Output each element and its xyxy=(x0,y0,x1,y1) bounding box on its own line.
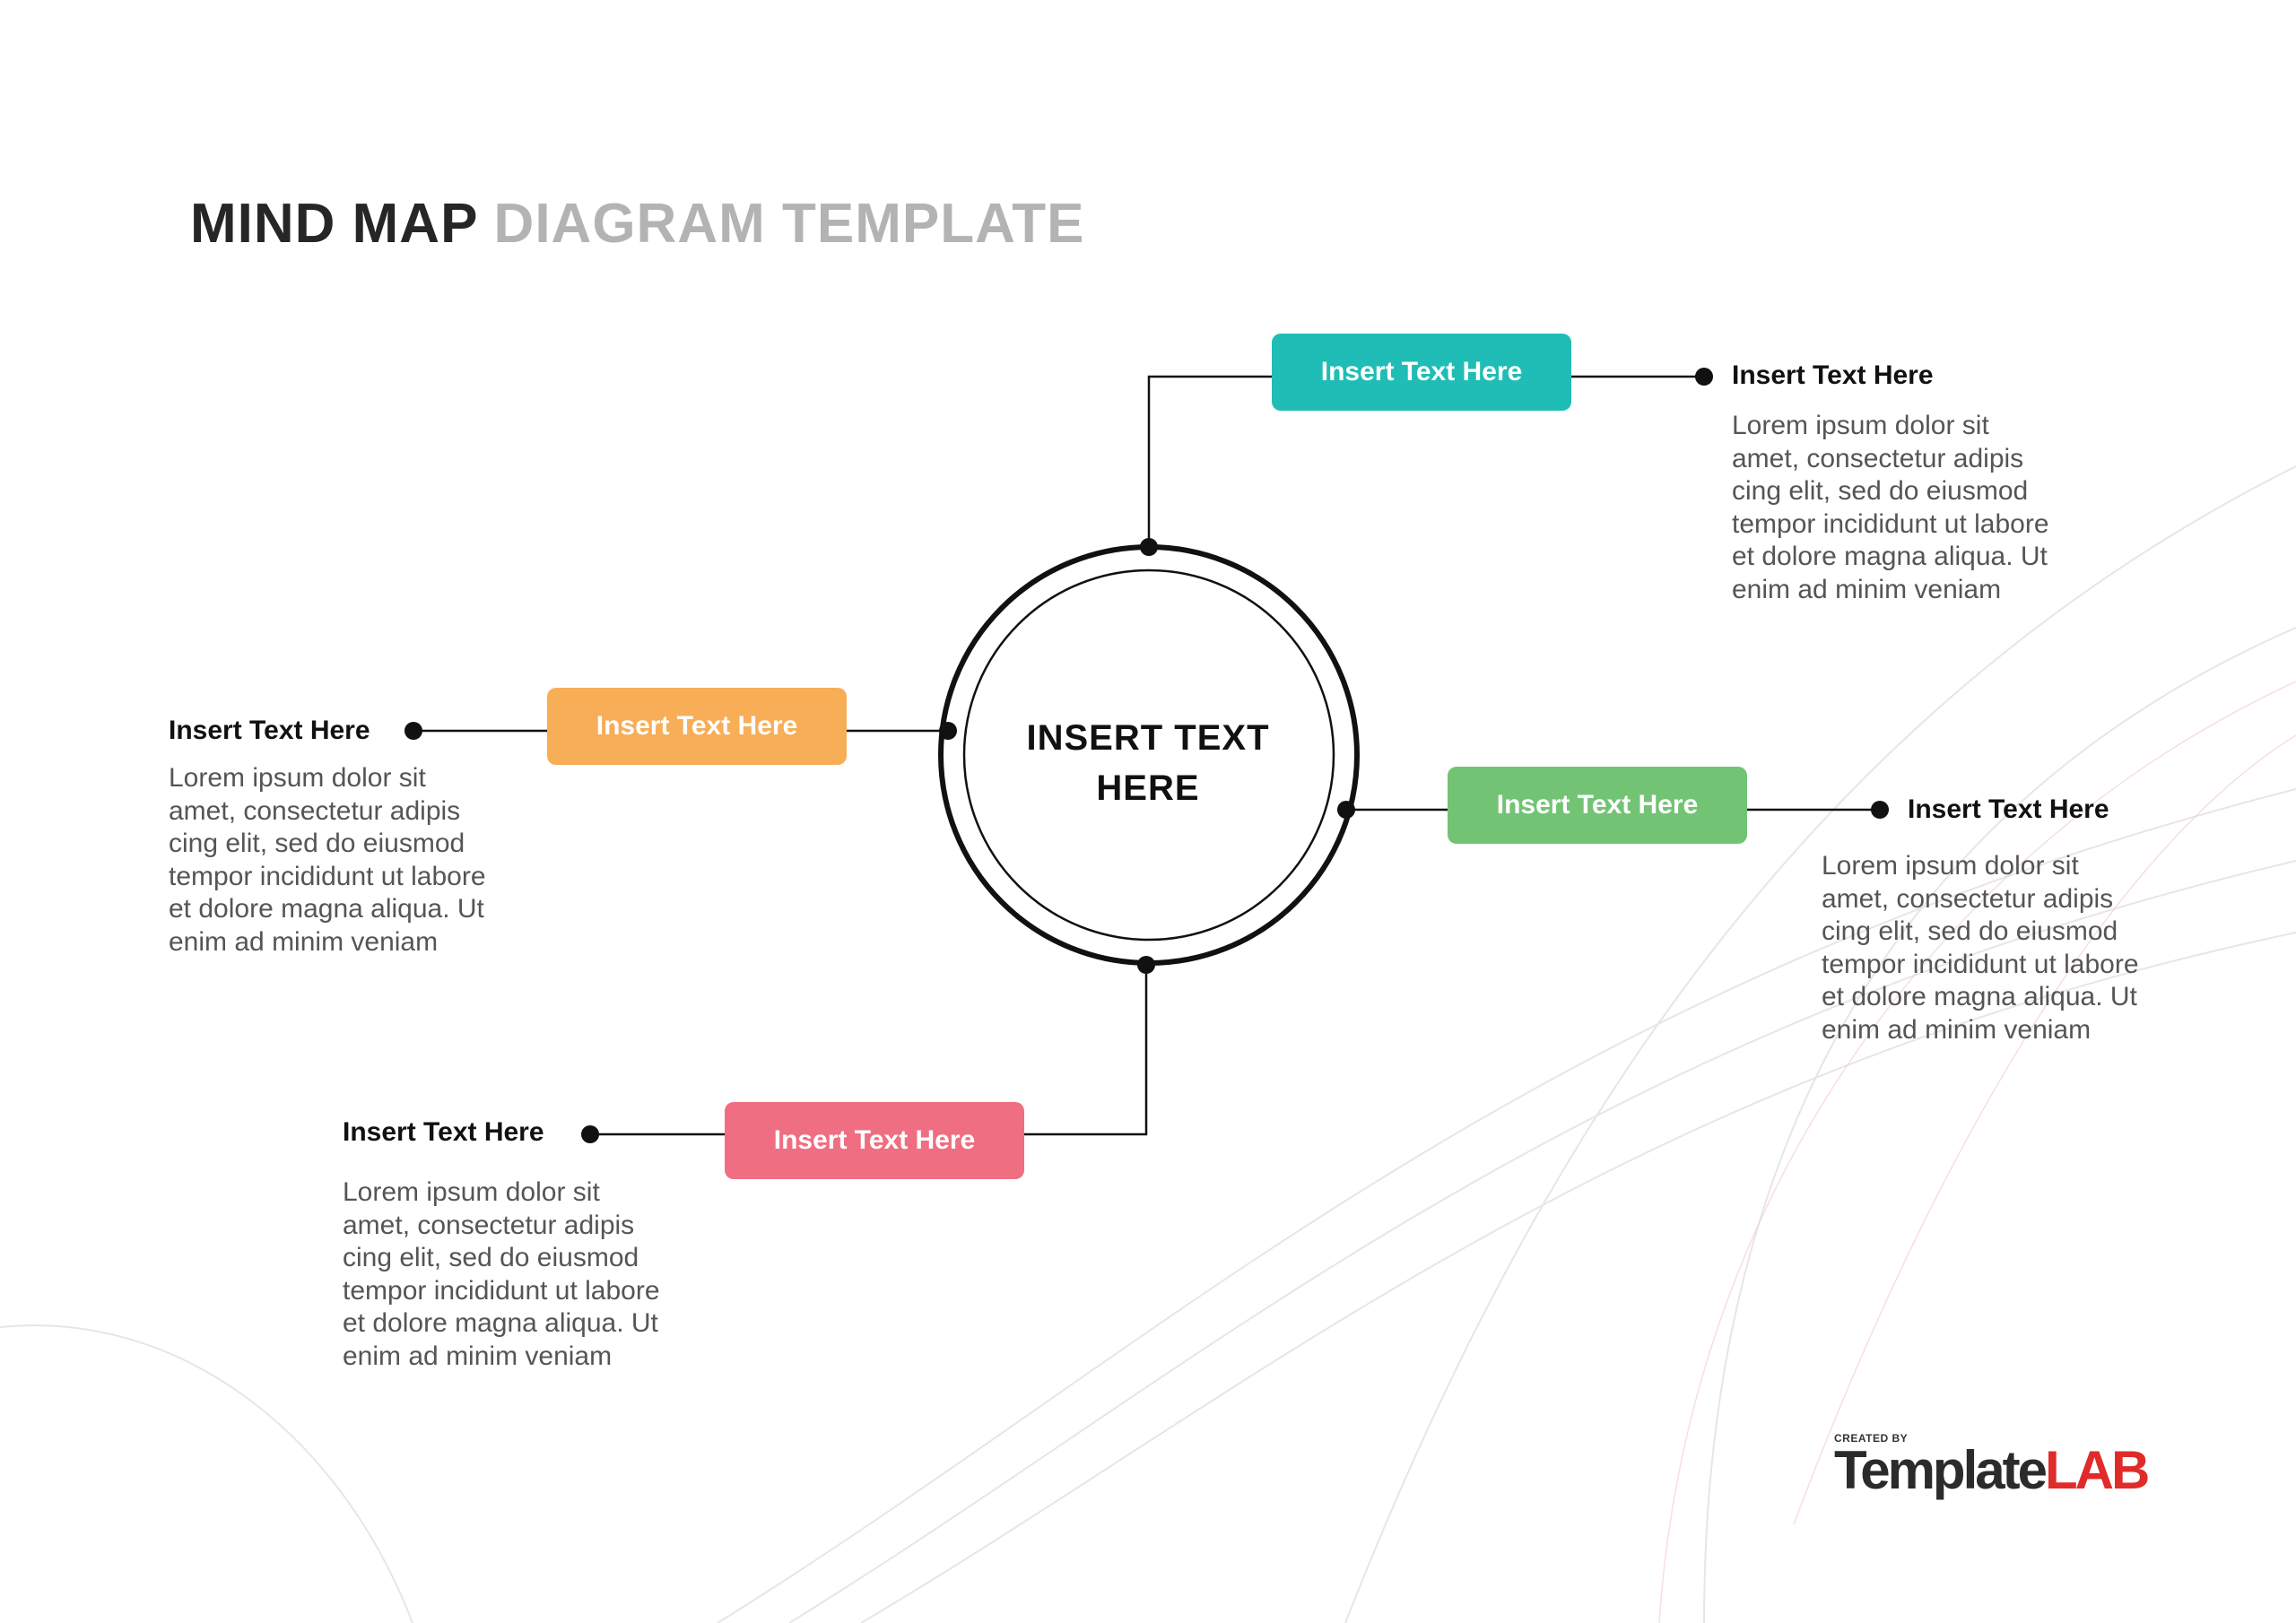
node-box-right: Insert Text Here xyxy=(1448,767,1747,844)
center-line-2: HERE xyxy=(1096,768,1200,808)
node-box-bottom: Insert Text Here xyxy=(725,1102,1024,1179)
center-line-1: INSERT TEXT xyxy=(1026,718,1270,758)
dot-left-leaf xyxy=(404,722,422,740)
leaf-body-bottom: Lorem ipsum dolor sit amet, consectetur … xyxy=(343,1177,660,1371)
dot-right-leaf xyxy=(1871,801,1889,819)
logo-wordmark: TemplateLAB xyxy=(1834,1440,2150,1500)
node-box-left: Insert Text Here xyxy=(547,688,847,765)
leaf-body-left: Lorem ipsum dolor sit amet, consectetur … xyxy=(169,763,486,957)
dot-top-leaf xyxy=(1695,368,1713,386)
dot-right xyxy=(1337,801,1355,819)
leaf-title-left: Insert Text Here xyxy=(169,716,370,745)
center-inner-ring xyxy=(962,568,1335,942)
connector-top xyxy=(1147,375,1272,546)
dot-bottom-leaf xyxy=(581,1125,599,1143)
logo-created-by: CREATED BY xyxy=(1834,1432,1909,1445)
templatelab-logo: CREATED BY TemplateLAB xyxy=(1834,1432,2150,1500)
dot-top xyxy=(1140,538,1158,556)
leaf-body-right: Lorem ipsum dolor sit amet, consectetur … xyxy=(1822,851,2139,1045)
dot-bottom xyxy=(1137,956,1155,974)
center-node-label: INSERT TEXT HERE xyxy=(978,713,1318,813)
logo-part-2: LAB xyxy=(2044,1440,2150,1500)
node-box-top: Insert Text Here xyxy=(1272,334,1571,411)
leaf-title-top: Insert Text Here xyxy=(1732,360,1934,390)
leaf-body-top: Lorem ipsum dolor sit amet, consectetur … xyxy=(1732,411,2049,604)
leaf-title-right: Insert Text Here xyxy=(1908,794,2109,824)
title-primary: MIND MAP xyxy=(190,193,478,255)
connector-bottom xyxy=(1024,965,1148,1136)
dot-left xyxy=(939,722,957,740)
page-title: MIND MAP DIAGRAM TEMPLATE xyxy=(190,192,1084,256)
leaf-title-bottom: Insert Text Here xyxy=(343,1117,544,1147)
logo-part-1: Template xyxy=(1834,1440,2048,1500)
title-secondary: DIAGRAM TEMPLATE xyxy=(493,193,1085,255)
